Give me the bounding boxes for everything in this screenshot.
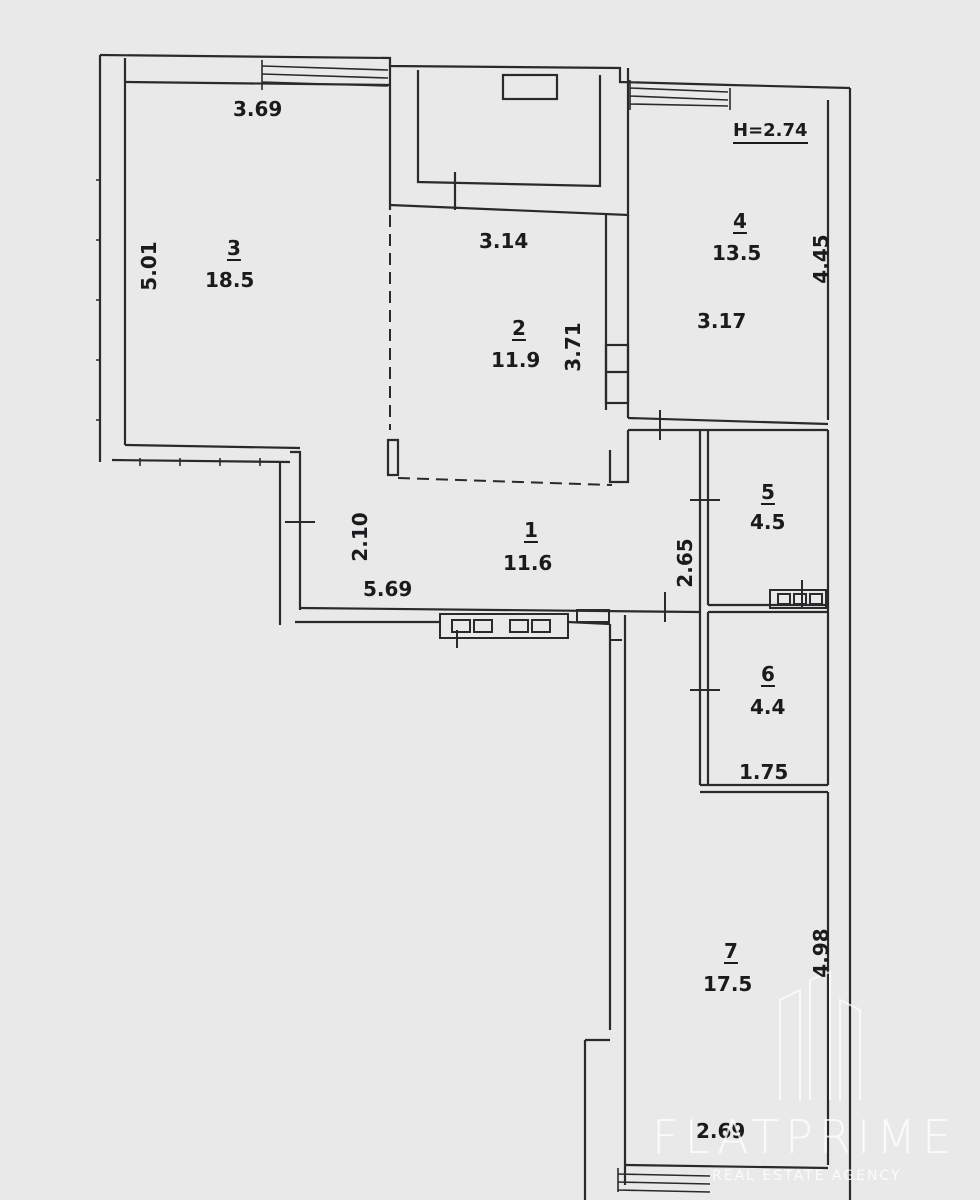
- vent-blocks: [439, 589, 827, 639]
- room-7-area: 17.5: [703, 972, 753, 996]
- dim-corridor-length: 2.65: [673, 538, 697, 588]
- outer-wall-top: [99, 53, 851, 90]
- room-5-area: 4.5: [750, 510, 786, 534]
- niche-box: [501, 73, 559, 101]
- door-ticks: [285, 410, 803, 691]
- room1-left-wall: [290, 450, 302, 610]
- room-1-number: 1: [524, 518, 538, 542]
- room-6-area: 4.4: [750, 695, 786, 719]
- room-2-area: 11.9: [491, 348, 541, 372]
- watermark-logo: [779, 970, 861, 1100]
- vent-cell-6: [793, 593, 807, 605]
- niche-inner: [416, 70, 602, 188]
- dim-room4-width: 3.17: [697, 309, 747, 333]
- room-1-area: 11.6: [503, 551, 553, 575]
- dash-bottom: [397, 477, 613, 486]
- ventilation-shaft: [604, 343, 630, 405]
- room-3-area: 18.5: [205, 268, 255, 292]
- windows: [96, 60, 731, 1193]
- dim-room7-width: 2.69: [696, 1119, 746, 1143]
- room-2-number: 2: [512, 316, 526, 340]
- window-room4: [629, 80, 729, 110]
- room7-bottom-wall: [624, 1163, 829, 1170]
- room3-bottom-wall: [124, 443, 301, 450]
- vent-cell-4: [531, 619, 551, 633]
- vent-block-hall: [439, 613, 569, 639]
- ceiling-height-label: H=2.74: [733, 122, 808, 144]
- watermark-name: FLATPRIME: [652, 1110, 958, 1164]
- logo-bar-3: [839, 998, 861, 1100]
- window-room3-left: [96, 179, 100, 421]
- dim-room2-width: 3.14: [479, 229, 529, 253]
- window-room7: [617, 1168, 711, 1193]
- room2-corner: [608, 430, 630, 484]
- vent-block-bath: [769, 589, 827, 609]
- vent-cell-2: [473, 619, 493, 633]
- dim-room2-length: 3.71: [561, 322, 585, 372]
- watermark-subtitle: REAL ESTATE AGENCY: [712, 1168, 902, 1184]
- logo-bar-2: [809, 970, 831, 1100]
- vent-cell-1: [451, 619, 471, 633]
- dim-room3-length: 5.01: [137, 241, 161, 291]
- window-room3: [261, 60, 389, 90]
- balcony-ticks: [139, 458, 261, 466]
- partition-room2: [389, 215, 613, 486]
- room-6-number: 6: [761, 662, 775, 686]
- vent-cell-7: [809, 593, 823, 605]
- room1-bottom-wall: [299, 606, 701, 614]
- dim-room7-length: 4.98: [809, 928, 833, 978]
- walls: [98, 53, 852, 1200]
- vent-cell-3: [509, 619, 529, 633]
- logo-bar-1: [779, 988, 801, 1100]
- room-5-number: 5: [761, 480, 775, 504]
- dim-room4-length: 4.45: [809, 234, 833, 284]
- dim-room3-width: 3.69: [233, 97, 283, 121]
- room4-bottom-wall: [627, 416, 829, 426]
- room-4-number: 4: [733, 209, 747, 233]
- room-3-number: 3: [227, 236, 241, 260]
- door-stub: [576, 609, 610, 623]
- dim-room1-length: 5.69: [363, 577, 413, 601]
- room-7-number: 7: [724, 939, 738, 963]
- dim-room6-width: 1.75: [739, 760, 789, 784]
- room-4-area: 13.5: [712, 241, 762, 265]
- dim-room1-width: 2.10: [348, 512, 372, 562]
- pillar-2: [386, 438, 400, 477]
- vent-cell-5: [777, 593, 791, 605]
